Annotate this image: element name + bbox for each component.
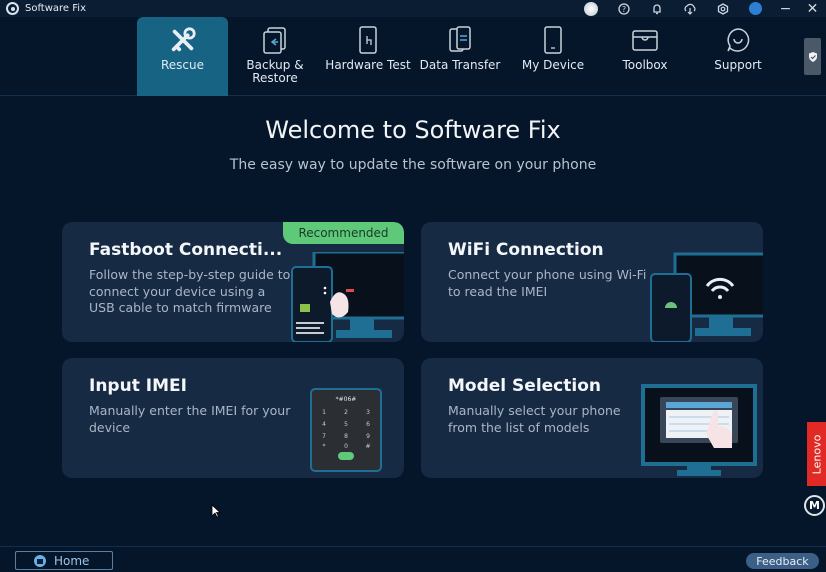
tab-support[interactable]: Support — [694, 17, 782, 96]
card-fastboot-connection[interactable]: Fastboot Connecti... Follow the step-by-… — [62, 222, 404, 342]
tab-my-device[interactable]: My Device — [510, 17, 596, 96]
tab-rescue[interactable]: Rescue — [137, 17, 228, 96]
svg-text:3: 3 — [366, 409, 370, 416]
svg-text:1: 1 — [322, 409, 326, 416]
fastboot-illustration-icon — [291, 252, 404, 342]
tab-hardware-test-label: Hardware Test — [325, 58, 411, 72]
svg-text:8: 8 — [344, 433, 348, 440]
shield-icon[interactable] — [804, 38, 821, 75]
page-title: Welcome to Software Fix — [265, 116, 561, 144]
page-subtitle: The easy way to update the software on y… — [229, 157, 597, 173]
model-list-illustration-icon — [641, 384, 757, 476]
help-icon[interactable]: ? — [607, 0, 640, 17]
svg-text:9: 9 — [366, 433, 370, 440]
cloud-download-icon[interactable] — [673, 0, 706, 17]
mouse-cursor-icon — [211, 504, 221, 518]
svg-text:7: 7 — [322, 433, 326, 440]
svg-text:*: * — [323, 443, 326, 450]
svg-text:?: ? — [621, 5, 625, 14]
svg-text:5: 5 — [344, 421, 348, 428]
tab-support-label: Support — [714, 58, 762, 72]
tab-my-device-label: My Device — [521, 58, 585, 72]
home-icon — [34, 554, 46, 567]
lenovo-label: Lenovo — [810, 434, 823, 474]
app-logo-icon — [6, 2, 19, 15]
minimize-button[interactable]: − — [779, 0, 792, 17]
wrench-screwdriver-icon — [169, 26, 197, 54]
home-button[interactable]: Home — [15, 551, 113, 570]
settings-icon[interactable] — [706, 0, 739, 17]
main-nav: Rescue Backup & Restore Hardware Test Da… — [0, 17, 826, 96]
title-bar: Software Fix ? − ✕ — [0, 0, 826, 17]
dialer-illustration-icon: *#06# 1 2 3 4 5 6 7 8 9 * 0 # — [310, 388, 382, 472]
card-title: WiFi Connection — [448, 240, 604, 260]
svg-text:#: # — [365, 443, 370, 450]
motorola-logo-icon[interactable]: M — [804, 495, 825, 516]
backup-icon — [261, 26, 289, 54]
tab-data-transfer-label: Data Transfer — [419, 58, 501, 72]
tab-backup-label-2: Restore — [252, 71, 298, 85]
footer-divider — [0, 546, 826, 547]
user-avatar-icon[interactable] — [739, 0, 772, 17]
toolbox-icon — [631, 26, 659, 54]
card-wifi-connection[interactable]: WiFi Connection Connect your phone using… — [421, 222, 763, 342]
phone-touch-icon — [354, 26, 382, 54]
svg-text:0: 0 — [344, 443, 348, 450]
card-title: Model Selection — [448, 376, 601, 396]
tab-toolbox[interactable]: Toolbox — [602, 17, 688, 96]
tab-hardware-test[interactable]: Hardware Test — [323, 17, 413, 96]
card-description: Manually select your phone from the list… — [448, 403, 621, 435]
home-label: Home — [54, 553, 90, 568]
tab-backup-label-1: Backup & — [246, 58, 304, 72]
disc-icon[interactable] — [574, 0, 607, 17]
card-description: Follow the step-by-step guide to connect… — [89, 267, 291, 315]
card-input-imei[interactable]: Input IMEI Manually enter the IMEI for y… — [62, 358, 404, 478]
phone-icon — [539, 26, 567, 54]
tab-rescue-label: Rescue — [160, 58, 205, 72]
svg-text:2: 2 — [344, 409, 348, 416]
svg-text:4: 4 — [322, 421, 326, 428]
chat-icon — [724, 26, 752, 54]
app-title: Software Fix — [25, 3, 86, 14]
card-description: Manually enter the IMEI for your device — [89, 403, 291, 435]
card-model-selection[interactable]: Model Selection Manually select your pho… — [421, 358, 763, 478]
transfer-icon — [446, 26, 474, 54]
bell-icon[interactable] — [640, 0, 673, 17]
wifi-illustration-icon — [650, 252, 763, 342]
card-title: Fastboot Connecti... — [89, 240, 283, 260]
card-description: Connect your phone using Wi-Fi to read t… — [448, 267, 647, 299]
feedback-button[interactable]: Feedback — [746, 553, 819, 569]
lenovo-logo[interactable]: Lenovo — [807, 422, 826, 486]
svg-text:*#06#: *#06# — [336, 396, 357, 403]
close-button[interactable]: ✕ — [806, 0, 819, 17]
card-title: Input IMEI — [89, 376, 187, 396]
tab-data-transfer[interactable]: Data Transfer — [416, 17, 504, 96]
tab-backup-restore[interactable]: Backup & Restore — [231, 17, 319, 96]
tab-toolbox-label: Toolbox — [622, 58, 668, 72]
recommended-badge: Recommended — [283, 222, 404, 244]
svg-text:6: 6 — [366, 421, 370, 428]
